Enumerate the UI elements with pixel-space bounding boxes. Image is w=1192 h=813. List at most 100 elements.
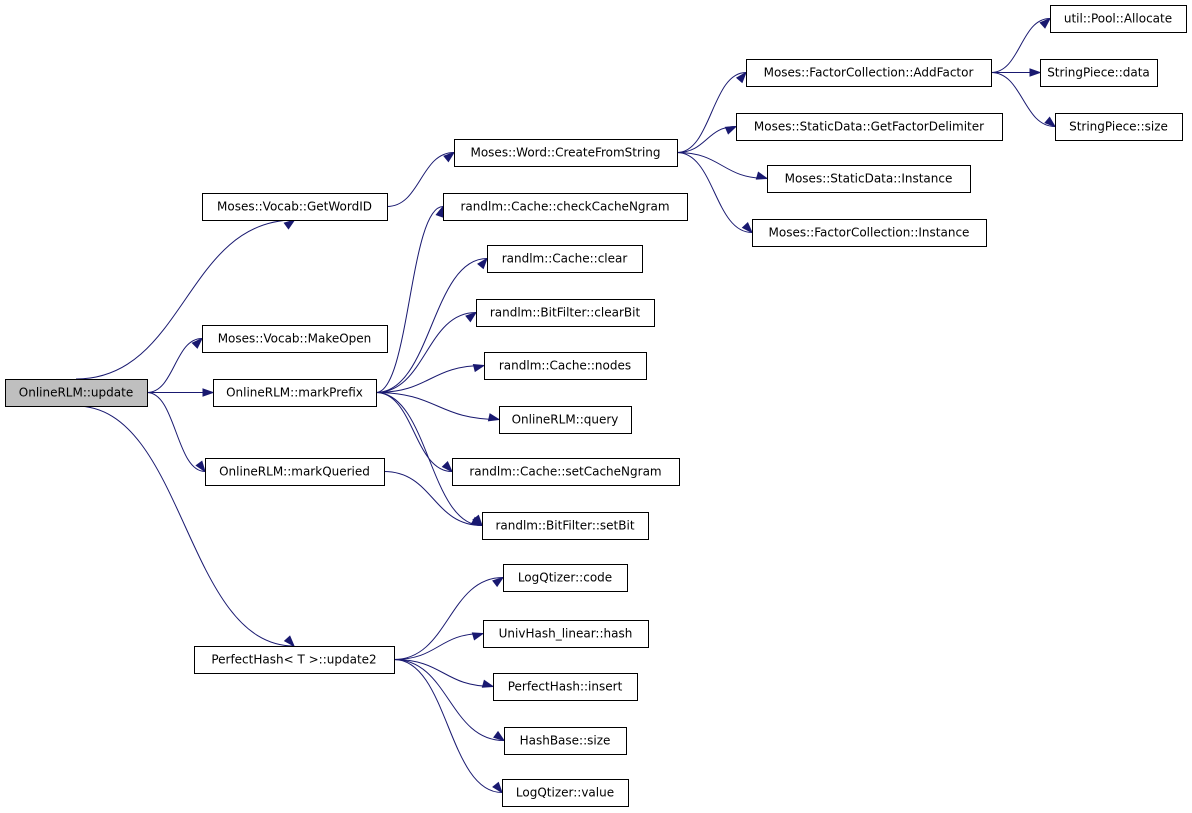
node-label: randlm::BitFilter::setBit: [495, 519, 634, 533]
node-box: [482, 512, 649, 540]
edge-update2-to-hash: [393, 632, 485, 660]
node-markPrefix[interactable]: OnlineRLM::markPrefix: [213, 379, 377, 407]
node-addFactor[interactable]: Moses::FactorCollection::AddFactor: [746, 59, 992, 87]
nodes-layer: OnlineRLM::update Moses::Vocab::GetWordID…: [5, 5, 1187, 807]
node-box: [452, 458, 680, 486]
node-label: OnlineRLM::update: [19, 386, 133, 400]
node-cacheNodes[interactable]: randlm::Cache::nodes: [484, 352, 647, 380]
node-label: HashBase::size: [520, 734, 611, 748]
node-cacheClear[interactable]: randlm::Cache::clear: [487, 245, 643, 273]
edge-markPrefix-to-query: [375, 392, 501, 422]
node-box: [202, 325, 388, 353]
node-box: [476, 299, 655, 327]
node-createFromString[interactable]: Moses::Word::CreateFromString: [454, 139, 678, 167]
node-label: OnlineRLM::markQueried: [219, 465, 370, 479]
node-hash[interactable]: UnivHash_linear::hash: [483, 620, 649, 648]
node-box: [213, 379, 377, 407]
node-label: randlm::Cache::nodes: [499, 359, 631, 373]
node-setBit[interactable]: randlm::BitFilter::setBit: [482, 512, 649, 540]
node-label: Moses::Vocab::GetWordID: [217, 200, 372, 214]
node-box: [746, 59, 992, 87]
node-box: [503, 564, 628, 592]
node-label: Moses::Vocab::MakeOpen: [218, 332, 372, 346]
node-label: Moses::StaticData::Instance: [785, 172, 953, 186]
node-label: Moses::FactorCollection::AddFactor: [764, 66, 974, 80]
node-label: PerfectHash< T >::update2: [211, 653, 376, 667]
node-label: util::Pool::Allocate: [1064, 12, 1172, 26]
node-box: [484, 352, 647, 380]
node-box: [454, 139, 678, 167]
node-box: [499, 406, 632, 434]
node-label: StringPiece::data: [1047, 66, 1150, 80]
node-label: randlm::Cache::clear: [502, 252, 628, 266]
node-box: [487, 245, 643, 273]
edge-createFromString-to-addFactor: [676, 71, 747, 153]
node-getWordID[interactable]: Moses::Vocab::GetWordID: [202, 193, 388, 221]
node-code[interactable]: LogQtizer::code: [503, 564, 628, 592]
edge-update2-to-hbSize: [393, 659, 506, 742]
node-setCacheNgram[interactable]: randlm::Cache::setCacheNgram: [452, 458, 680, 486]
node-value[interactable]: LogQtizer::value: [502, 779, 629, 807]
node-markQueried[interactable]: OnlineRLM::markQueried: [205, 458, 385, 486]
node-query[interactable]: OnlineRLM::query: [499, 406, 632, 434]
node-box: [483, 620, 649, 648]
edge-markPrefix-to-cacheNodes: [375, 363, 486, 393]
node-label: Moses::Word::CreateFromString: [470, 146, 660, 160]
node-box: [504, 727, 627, 755]
edge-createFromString-to-getFactorDelimiter: [676, 125, 738, 153]
node-box: [752, 219, 987, 247]
edge-markPrefix-to-clearBit: [375, 311, 478, 393]
edge-markQueried-to-setBit: [383, 471, 484, 527]
node-label: randlm::Cache::setCacheNgram: [469, 465, 661, 479]
edge-update-to-makeOpen: [146, 337, 204, 393]
edge-createFromString-to-fcInstance: [676, 152, 754, 234]
node-clearBit[interactable]: randlm::BitFilter::clearBit: [476, 299, 655, 327]
node-sdInstance[interactable]: Moses::StaticData::Instance: [767, 165, 971, 193]
node-spSize[interactable]: StringPiece::size: [1055, 113, 1183, 141]
node-hbSize[interactable]: HashBase::size: [504, 727, 627, 755]
node-update2[interactable]: PerfectHash< T >::update2: [194, 646, 395, 674]
node-label: randlm::Cache::checkCacheNgram: [460, 200, 669, 214]
node-fcInstance[interactable]: Moses::FactorCollection::Instance: [752, 219, 987, 247]
node-box: [443, 193, 688, 221]
node-makeOpen[interactable]: Moses::Vocab::MakeOpen: [202, 325, 388, 353]
node-box: [767, 165, 971, 193]
node-box: [194, 646, 395, 674]
node-label: PerfectHash::insert: [508, 680, 623, 694]
edge-addFactor-to-spData: [991, 68, 1042, 77]
node-update[interactable]: OnlineRLM::update: [5, 379, 148, 407]
node-getFactorDelimiter[interactable]: Moses::StaticData::GetFactorDelimiter: [736, 113, 1003, 141]
node-box: [1050, 5, 1187, 33]
node-box: [202, 193, 388, 221]
node-checkCacheNgram[interactable]: randlm::Cache::checkCacheNgram: [443, 193, 688, 221]
node-label: LogQtizer::code: [518, 571, 612, 585]
edge-update-to-markPrefix: [146, 388, 215, 397]
edge-markPrefix-to-setCacheNgram: [375, 392, 454, 473]
edge-getWordID-to-createFromString: [386, 151, 456, 207]
node-label: Moses::StaticData::GetFactorDelimiter: [754, 120, 984, 134]
edge-update2-to-code: [393, 576, 505, 660]
node-insert[interactable]: PerfectHash::insert: [493, 673, 638, 701]
node-label: OnlineRLM::query: [512, 413, 619, 427]
edge-markPrefix-to-checkCacheNgram: [375, 205, 444, 393]
node-label: LogQtizer::value: [516, 786, 614, 800]
node-box: [5, 379, 148, 407]
node-box: [502, 779, 629, 807]
node-box: [205, 458, 385, 486]
node-label: randlm::BitFilter::clearBit: [490, 306, 641, 320]
edge-markPrefix-to-cacheClear: [375, 257, 488, 393]
node-allocate[interactable]: util::Pool::Allocate: [1050, 5, 1187, 33]
node-box: [493, 673, 638, 701]
edges-layer: [75, 17, 1057, 794]
edge-addFactor-to-spSize: [990, 72, 1057, 128]
edge-update-to-markQueried: [146, 392, 206, 473]
node-spData[interactable]: StringPiece::data: [1040, 59, 1158, 87]
edge-update-to-update2: [75, 405, 296, 648]
node-box: [1055, 113, 1183, 141]
node-label: Moses::FactorCollection::Instance: [769, 226, 970, 240]
edge-update2-to-insert: [393, 659, 495, 688]
node-box: [1040, 59, 1158, 87]
node-label: StringPiece::size: [1069, 120, 1168, 134]
node-label: OnlineRLM::markPrefix: [226, 386, 363, 400]
